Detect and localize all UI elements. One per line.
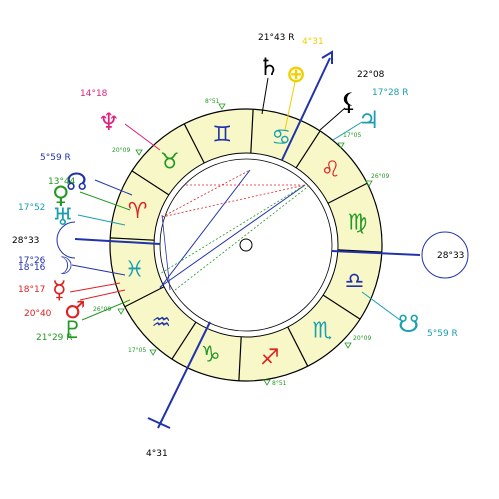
cusp-label: 8°51 (272, 380, 287, 387)
sign-divider (322, 294, 361, 320)
mc-ic-axis (147, 50, 333, 429)
cusp-label: 17°05 (343, 132, 361, 139)
aquarius-sign-icon: ♒ (151, 310, 171, 335)
cusp-label: 20°09 (112, 147, 130, 154)
south-node-icon: ☋ (398, 310, 419, 338)
sign-divider (295, 130, 321, 169)
moon-icon: ☽ (52, 252, 74, 280)
lilith-degree: 22°08 (357, 70, 385, 80)
venus-degree: 13°44 (48, 177, 76, 187)
sign-glyphs: ♈ ♉ ♊ ♋ ♌ ♍ ♎ ♏ ♐ ♑ ♒ ♓ (125, 122, 368, 370)
north-node-degree: 5°59 R (40, 153, 71, 163)
jupiter-icon: ♃ (358, 106, 380, 134)
south-node-degree: 5°59 R (427, 329, 458, 339)
cusp-label: 26°09 (371, 173, 389, 180)
pluto-icon: ♇ (62, 316, 84, 344)
part-of-fortune-icon: ⊕ (286, 60, 306, 88)
neptune-icon: ♆ (98, 108, 120, 136)
scorpio-sign-icon: ♏ (312, 319, 332, 344)
sign-divider (131, 170, 170, 196)
leo-sign-icon: ♌ (321, 158, 341, 183)
capricorn-sign-icon: ♑ (201, 342, 221, 367)
libra-sign-icon: ♎ (345, 269, 365, 294)
sign-dividers (110, 109, 382, 381)
jupiter-degree: 17°28 R (372, 88, 409, 98)
planet-pointers (69, 77, 401, 321)
sign-divider (238, 336, 242, 381)
taurus-sign-icon: ♉ (160, 149, 180, 174)
cancer-sign-icon: ♋ (271, 126, 291, 151)
house-cusp-labels: 8°51 20°09 17°05 26°09 26°09 17°05 20°09… (93, 98, 389, 387)
inner-circle-edge (159, 158, 333, 332)
mercury-icon: ☿ (52, 276, 67, 304)
aries-sign-icon: ♈ (128, 199, 148, 224)
sign-divider (171, 321, 197, 360)
moon-degree: 17°26 (18, 256, 46, 266)
mars-degree: 20°40 (24, 309, 52, 319)
sign-divider (287, 326, 309, 367)
saturn-icon: ♄ (258, 53, 280, 81)
pluto-degree: 21°29 R (36, 333, 73, 343)
cusp-markers (117, 103, 373, 386)
degree-labels: 21°43 R 4°31 22°08 17°28 R 14°18 5°59 R … (12, 33, 464, 459)
asc-degree: 28°33 (12, 236, 39, 246)
saturn-degree: 21°43 R (258, 33, 295, 43)
sign-divider (327, 182, 368, 204)
asc-dsc-axis (56, 221, 469, 279)
sign-divider (124, 286, 165, 308)
virgo-sign-icon: ♍ (348, 210, 368, 235)
mars-icon: ♂ (64, 296, 86, 324)
sign-divider (110, 237, 155, 241)
ic-degree: 4°31 (146, 449, 168, 459)
sun-degree: 18°16 (18, 263, 46, 273)
sign-divider (250, 109, 254, 154)
neptune-degree: 14°18 (80, 89, 108, 99)
uranus-degree: 17°52 (18, 203, 45, 213)
sign-divider (337, 249, 382, 253)
venus-icon: ♀ (52, 181, 70, 209)
mercury-degree: 18°17 (18, 285, 45, 295)
cusp-label: 20°09 (353, 335, 371, 342)
cusp-label: 26°09 (93, 306, 111, 313)
lilith-icon: ⚸ (340, 88, 358, 116)
north-node-icon: ☊ (66, 168, 87, 196)
pisces-sign-icon: ♓ (125, 258, 145, 283)
sign-divider (183, 123, 205, 164)
gemini-sign-icon: ♊ (212, 122, 232, 147)
cusp-label: 17°05 (128, 347, 146, 354)
center-dot (239, 238, 253, 252)
aspect-lines (157, 169, 311, 291)
sagittarius-sign-icon: ♐ (260, 346, 280, 371)
dsc-degree: 28°33 (437, 251, 464, 261)
cusp-label: 8°51 (205, 98, 220, 105)
planet-glyphs: ♄ ⊕ ⚸ ♃ ♆ ☊ ♀ ♅ ☽ ☿ ♂ ♇ ☋ (52, 53, 419, 344)
fortune-axis-label: 4°31 (302, 37, 324, 47)
uranus-icon: ♅ (52, 203, 74, 231)
